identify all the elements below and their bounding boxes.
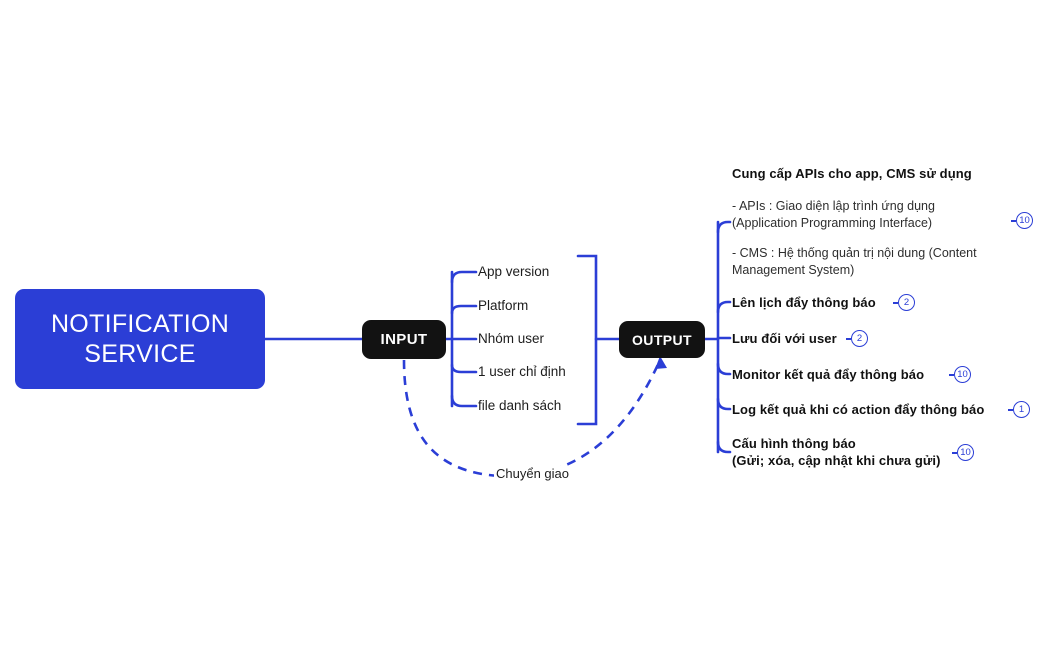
node-output[interactable]: OUTPUT	[619, 321, 705, 358]
output-item-cms-line2: Management System)	[732, 263, 855, 277]
input-leaf-app-version[interactable]: App version	[478, 264, 550, 279]
badge-log[interactable]: 1	[1008, 401, 1030, 418]
output-item-cms[interactable]: - CMS : Hệ thống quản trị nội dung (Cont…	[732, 245, 977, 279]
badge-len-lich[interactable]: 2	[893, 294, 915, 311]
output-item-apis-line1: - APIs : Giao diện lập trình ứng dụng	[732, 199, 935, 213]
output-stub-5	[716, 440, 732, 454]
output-item-cau-hinh-line1: Cấu hình thông báo	[732, 436, 856, 451]
badge-cau-hinh[interactable]: 10	[952, 444, 974, 461]
input-stub-0	[450, 270, 478, 284]
output-item-apis-line2: (Application Programming Interface)	[732, 216, 933, 230]
input-leaf-platform[interactable]: Platform	[478, 298, 529, 313]
output-item-cms-line1: - CMS : Hệ thống quản trị nội dung (Cont…	[732, 246, 977, 260]
badge-luu-doi-voi-user[interactable]: 2	[846, 330, 868, 347]
root-label-line1: NOTIFICATION	[50, 310, 230, 338]
output-stub-1	[716, 300, 732, 314]
output-heading: Cung cấp APIs cho app, CMS sử dụng	[732, 166, 972, 181]
input-leaf-1-user-chi-dinh[interactable]: 1 user chỉ định	[478, 364, 566, 379]
output-stub-4	[716, 397, 732, 411]
root-label-line2: SERVICE	[84, 340, 196, 368]
output-item-luu-doi-voi-user[interactable]: Lưu đối với user	[732, 330, 837, 347]
input-leaf-nhom-user[interactable]: Nhóm user	[478, 331, 545, 346]
output-item-monitor[interactable]: Monitor kết quả đẩy thông báo	[732, 366, 924, 383]
badge-apis[interactable]: 10	[1011, 212, 1033, 229]
output-item-log[interactable]: Log kết quả khi có action đẩy thông báo	[732, 401, 984, 418]
root-node-notification-service[interactable]: NOTIFICATION SERVICE	[15, 289, 265, 389]
badge-monitor[interactable]: 10	[949, 366, 971, 383]
input-stub-4	[450, 394, 478, 408]
input-stub-3	[450, 363, 478, 374]
output-item-apis[interactable]: - APIs : Giao diện lập trình ứng dụng (A…	[732, 198, 935, 232]
output-item-cau-hinh-line2: (Gửi; xóa, cập nhật khi chưa gửi)	[732, 453, 941, 468]
dashed-edge-label-chuyen-giao: Chuyển giao	[494, 466, 571, 481]
output-item-cau-hinh[interactable]: Cấu hình thông báo (Gửi; xóa, cập nhật k…	[732, 435, 941, 469]
output-item-len-lich-label: Lên lịch đẩy thông báo	[732, 295, 876, 310]
input-stub-1	[450, 304, 478, 315]
input-collect-bracket	[576, 254, 598, 426]
node-input[interactable]: INPUT	[362, 320, 446, 359]
output-item-log-label: Log kết quả khi có action đẩy thông báo	[732, 402, 985, 417]
output-stub-3	[716, 362, 732, 376]
output-stub-0	[716, 220, 732, 234]
output-item-monitor-label: Monitor kết quả đẩy thông báo	[732, 367, 925, 382]
output-item-len-lich[interactable]: Lên lịch đẩy thông báo	[732, 294, 876, 311]
output-item-luu-doi-voi-user-label: Lưu đối với user	[732, 331, 837, 346]
input-leaf-file-danh-sach[interactable]: file danh sách	[478, 398, 562, 413]
